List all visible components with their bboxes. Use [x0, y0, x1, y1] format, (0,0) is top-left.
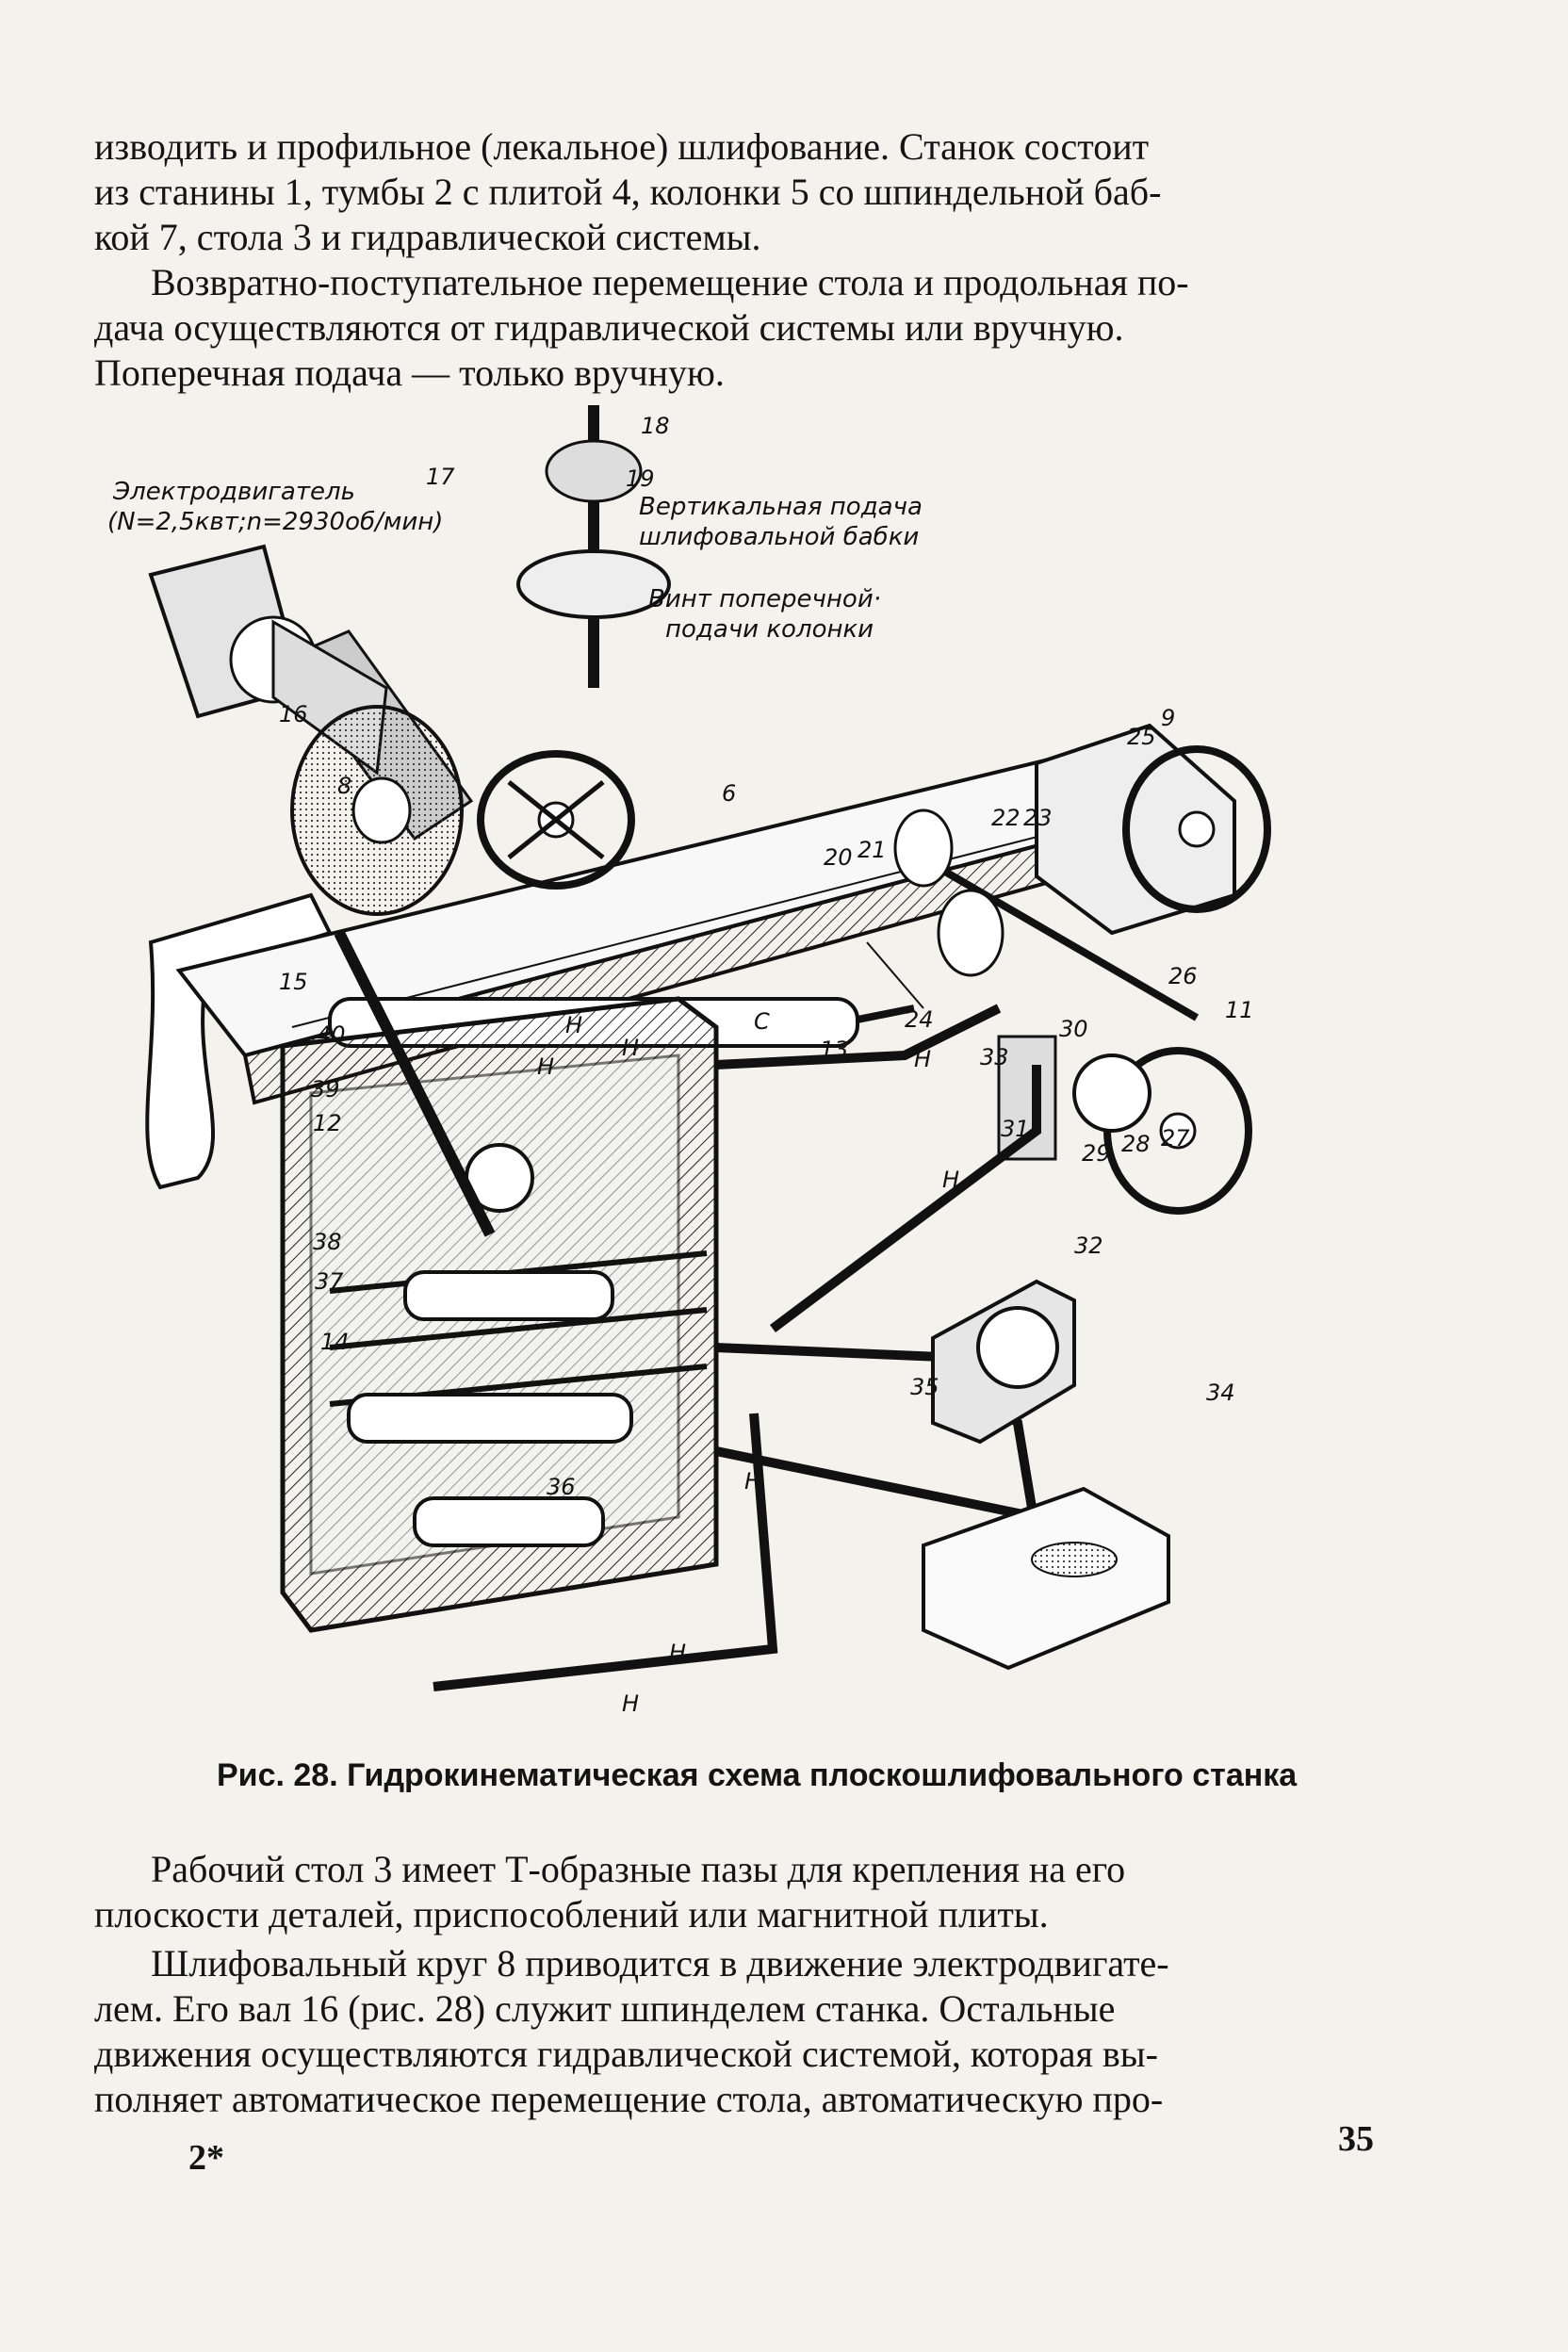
- paragraph-4: Шлифовальный круг 8 приводится в движени…: [94, 1941, 1413, 2122]
- text-line: полняет автоматическое перемещение стола…: [94, 2078, 1164, 2120]
- part-number: 8: [337, 773, 351, 799]
- part-number: 6: [722, 780, 736, 807]
- part-number: 29: [1082, 1140, 1111, 1167]
- part-number: 34: [1206, 1380, 1235, 1406]
- part-number: 31: [1001, 1116, 1030, 1142]
- part-number: 33: [980, 1044, 1009, 1070]
- part-number: 24: [905, 1006, 934, 1033]
- paragraph-2: Возвратно-поступательное перемещение сто…: [94, 260, 1413, 396]
- flow-labels: Н Н Н С Н Н Н Н Н: [537, 1008, 959, 1717]
- part-number: 36: [547, 1474, 576, 1500]
- part-number: 22: [991, 805, 1021, 831]
- flow-label: С: [754, 1008, 770, 1035]
- throttle-valve: [413, 1496, 605, 1547]
- part-number: 39: [311, 1076, 340, 1102]
- cross-feed-label-2: подачи колонки: [665, 615, 874, 644]
- gear-22: [893, 808, 954, 888]
- handwheel-9: [1122, 745, 1271, 913]
- part-number: 17: [426, 464, 455, 490]
- part-number: 30: [1059, 1016, 1088, 1042]
- part-number: 37: [315, 1268, 344, 1295]
- text-line: Шлифовальный круг 8 приводится в движени…: [151, 1942, 1169, 1984]
- part-number: 40: [317, 1021, 346, 1048]
- part-number: 21: [858, 837, 887, 863]
- figure-caption: Рис. 28. Гидрокинематическая схема плоск…: [217, 1756, 1348, 1794]
- part-number: 9: [1161, 705, 1175, 731]
- page-number: 35: [1338, 2119, 1374, 2159]
- part-number: 19: [626, 466, 655, 492]
- part-number: 25: [1127, 724, 1156, 750]
- flow-label: Н: [622, 1690, 639, 1717]
- flow-label: Н: [565, 1012, 582, 1038]
- flow-label: Н: [622, 1035, 639, 1061]
- flow-label: Н: [914, 1046, 931, 1072]
- vertical-feed-label-2: шлифовальной бабки: [639, 523, 919, 551]
- pipe: [715, 1004, 1002, 1070]
- text-line: дача осуществляются от гидравлической си…: [94, 306, 1124, 349]
- part-number: 18: [641, 413, 670, 439]
- text-line: движения осуществляются гидравлической с…: [94, 2033, 1158, 2075]
- text-line: изводить и профильное (лекальное) шлифов…: [94, 125, 1150, 168]
- text-line: Рабочий стол 3 имеет Т-образные пазы для…: [151, 1848, 1126, 1890]
- part-number: 14: [320, 1329, 350, 1355]
- worm-gear-19: [516, 549, 671, 619]
- control-lever: [334, 930, 496, 1237]
- part-number: 16: [279, 701, 308, 727]
- pipe: [714, 1446, 1038, 1522]
- flow-label: Н: [942, 1167, 959, 1193]
- pipe: [770, 1065, 1041, 1332]
- text-line: из станины 1, тумбы 2 с плитой 4, колонк…: [94, 171, 1162, 213]
- part-number: 20: [824, 844, 853, 871]
- text-line: лем. Его вал 16 (рис. 28) служит шпиндел…: [94, 1987, 1116, 2030]
- text-line: плоскости деталей, приспособлений или ма…: [94, 1893, 1049, 1936]
- part-number: 12: [313, 1110, 342, 1136]
- figure-caption-text: Гидрокинематическая схема плоскошлифовал…: [347, 1757, 1298, 1793]
- machine-diagram: Электродвигатель (N=2,5квт;n=2930об/мин)…: [107, 396, 1271, 1717]
- cross-feed-label: Винт поперечной·: [648, 585, 881, 613]
- part-number: 35: [910, 1374, 939, 1400]
- bevel-gear-18: [545, 439, 643, 503]
- pump-32: [931, 1279, 1076, 1445]
- part-number: 23: [1023, 805, 1053, 831]
- grinding-wheel-8: [290, 705, 464, 916]
- transmission-shaft: [902, 844, 1200, 1021]
- vertical-feed-label: Вертикальная подача: [639, 493, 923, 521]
- pipe: [433, 1413, 778, 1691]
- motor-specs-label: (N=2,5квт;n=2930об/мин): [107, 508, 443, 536]
- text-line: кой 7, стола 3 и гидравлической системы.: [94, 216, 761, 258]
- paragraph-1: изводить и профильное (лекальное) шлифов…: [94, 124, 1413, 260]
- flow-label: Н: [669, 1640, 686, 1666]
- figure-hydrokinematic-scheme: Электродвигатель (N=2,5квт;n=2930об/мин)…: [94, 396, 1319, 1743]
- part-number-labels: 18 17 19 16 6 8 25 9 22 23 20 21 15 26 4…: [279, 413, 1254, 1500]
- gear-29: [1072, 1054, 1152, 1133]
- part-number: 38: [313, 1229, 342, 1255]
- part-number: 28: [1121, 1131, 1151, 1157]
- part-number: 15: [279, 969, 308, 995]
- oil-tank: [922, 1486, 1170, 1671]
- flow-label: Н: [537, 1054, 554, 1080]
- paragraph-3: Рабочий стол 3 имеет Т-образные пазы для…: [94, 1847, 1413, 1937]
- text-line: Возвратно-поступательное перемещение сто…: [151, 261, 1189, 303]
- flow-label: Н: [744, 1468, 761, 1494]
- motor-label: Электродвигатель: [112, 478, 355, 506]
- part-number: 13: [820, 1037, 849, 1063]
- handwheel-6: [477, 750, 635, 890]
- part-number: 26: [1168, 963, 1198, 989]
- part-number: 32: [1074, 1233, 1103, 1259]
- control-valve: [403, 1270, 614, 1321]
- reversing-valve: [347, 1393, 633, 1444]
- gear-24: [937, 889, 1004, 977]
- text-line: Поперечная подача — только вручную.: [94, 351, 725, 394]
- figure-number: Рис. 28.: [217, 1757, 338, 1793]
- signature-mark: 2*: [188, 2138, 224, 2178]
- part-number: 11: [1225, 997, 1254, 1023]
- part-number: 27: [1161, 1125, 1190, 1152]
